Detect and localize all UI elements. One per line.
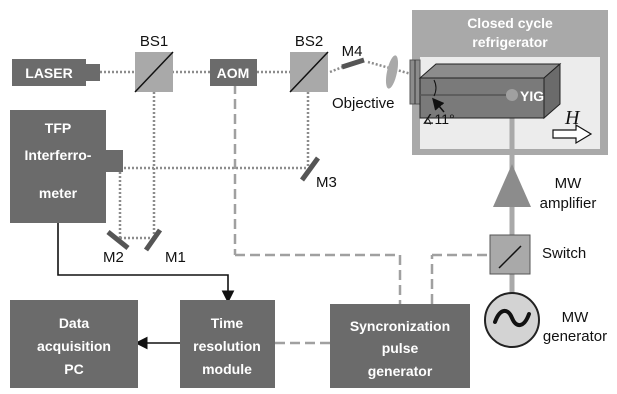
m1-label: M1 — [165, 249, 186, 266]
data-acquisition-box: Data acquisition PC — [10, 300, 138, 388]
daq-label-line2: acquisition — [37, 338, 111, 354]
svg-text:Closed cycle: Closed cycle — [467, 15, 553, 31]
mirror-m4: M4 — [341, 43, 365, 70]
sample-holder — [409, 59, 421, 105]
bs2-label: BS2 — [295, 33, 323, 50]
mw-amplifier: MW amplifier — [493, 164, 596, 212]
laser-box: LASER — [12, 59, 100, 86]
field-h-arrow: H — [552, 107, 593, 145]
daq-label-line3: PC — [64, 361, 83, 377]
refrigerator-label-line1: Closed cycle — [467, 15, 553, 31]
time-module-label-line1: Time — [211, 315, 244, 331]
mirror-m2: M2 — [103, 230, 130, 266]
time-module-label-line3: module — [202, 361, 252, 377]
yig-sample: YIG — [418, 62, 562, 120]
field-h-label: H — [564, 107, 581, 129]
sync-pulse-box: Syncronization pulse generator — [330, 304, 470, 388]
sync-label-line3: generator — [368, 363, 433, 379]
beam-splitter-2: BS2 — [289, 33, 329, 93]
refrigerator-label-line2: refrigerator — [472, 34, 548, 50]
mw-amplifier-label-line1: MW — [555, 175, 582, 192]
sync-label-line2: pulse — [382, 340, 419, 356]
m4-label: M4 — [342, 43, 363, 60]
aom-box: AOM — [210, 59, 257, 86]
svg-text:refrigerator: refrigerator — [472, 34, 548, 50]
tfp-label-line1: TFP — [45, 120, 71, 136]
mw-generator-label-line2: generator — [543, 328, 607, 345]
sync-lines — [233, 84, 490, 345]
time-resolution-box: Time resolution module — [180, 300, 275, 388]
tfp-label-line3: meter — [39, 185, 78, 201]
signal-arrows — [57, 223, 235, 350]
mirror-m1: M1 — [143, 228, 186, 266]
m3-label: M3 — [316, 174, 337, 191]
switch-label: Switch — [542, 245, 586, 262]
m2-label: M2 — [103, 249, 124, 266]
daq-label-line1: Data — [59, 315, 90, 331]
aom-label: AOM — [217, 65, 250, 81]
bs1-label: BS1 — [140, 33, 168, 50]
objective-label: Objective — [332, 95, 395, 112]
angle-label: ∡11° — [422, 111, 455, 127]
switch-box: Switch — [489, 234, 586, 275]
beam-splitter-1: BS1 — [134, 33, 174, 93]
beam-paths — [100, 60, 441, 240]
mw-amplifier-label-line2: amplifier — [540, 195, 597, 212]
yig-label: YIG — [520, 88, 544, 104]
objective-lens: Objective — [332, 55, 399, 112]
time-module-label-line2: resolution — [193, 338, 261, 354]
laser-label: LASER — [25, 65, 72, 81]
mw-generator-label-line1: MW — [562, 309, 589, 326]
tfp-interferometer-box: TFP Interferro- meter — [10, 110, 123, 223]
angle-annotation: ∡11° — [422, 79, 455, 127]
mirror-m3: M3 — [299, 156, 337, 191]
sync-label-line1: Syncronization — [350, 318, 450, 334]
tfp-label-line2: Interferro- — [25, 147, 92, 163]
mw-generator: MW generator — [484, 292, 607, 348]
